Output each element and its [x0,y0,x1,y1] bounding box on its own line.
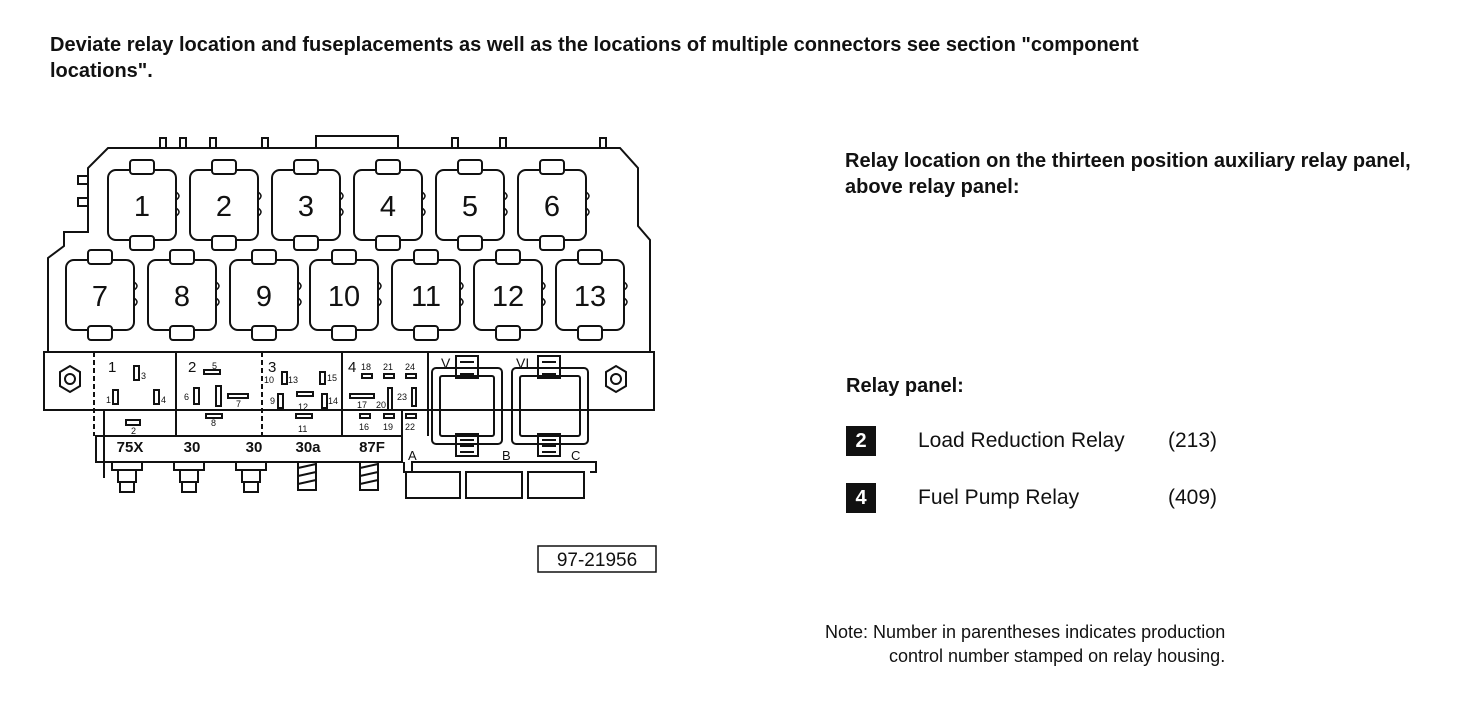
terminal-number: 10 [264,375,274,385]
aux-relay-position-5: 5 [435,159,508,251]
relay-name: Fuel Pump Relay [918,486,1080,509]
aux-relay-number: 5 [462,191,478,223]
aux-relay-position-6: 6 [517,159,590,251]
terminal-number: 5 [212,361,217,371]
plug-label: B [502,448,511,463]
relay-slot-number: 4 [348,359,356,376]
aux-panel-heading: Relay location on the thirteen position … [845,150,1411,198]
aux-relay-number: 4 [380,191,396,223]
aux-relay-position-4: 4 [353,159,426,251]
plug-label: C [571,448,580,463]
note: Note: Number in parentheses indicates pr… [825,620,1225,668]
relay-slot-number: 3 [268,359,276,376]
fuse-label: 30a [295,439,321,456]
terminal-number: 23 [397,392,407,402]
terminal-number: 16 [359,422,369,432]
aux-relay-position-11: 11 [391,249,464,341]
aux-relay-position-8: 8 [147,249,220,341]
terminal-number: 17 [357,400,367,410]
terminal-number: 14 [328,396,338,406]
fuse-label: 75X [117,439,144,456]
terminal-number: 22 [405,422,415,432]
aux-relay-number: 9 [256,281,272,313]
aux-relay-number: 12 [492,281,524,313]
plug-b [465,471,523,499]
aux-relay-number: 10 [328,281,360,313]
terminal-number: 8 [211,418,216,428]
aux-relay-number: 7 [92,281,108,313]
relay-position-badge: 4 [846,483,876,513]
fuse-label: 30 [184,439,201,456]
relay-panel-base [43,351,655,411]
note-line-1: Note: Number in parentheses indicates pr… [825,622,1226,642]
plug-housing [403,461,597,473]
terminal-number: 3 [141,371,146,381]
aux-relay-number: 2 [216,191,232,223]
aux-relay-position-13: 13 [555,249,628,341]
aux-relay-number: 6 [544,191,560,223]
plug-a [405,471,461,499]
aux-relay-position-9: 9 [229,249,302,341]
connector-v [431,355,503,457]
aux-relay-number: 8 [174,281,190,313]
terminal-number: 12 [298,402,308,412]
right-mount-nut [605,364,627,394]
aux-relay-number: 11 [411,281,441,313]
fuse-studs [111,462,379,493]
relay-position-badge: 2 [846,426,876,456]
terminal-number: 1 [106,395,111,405]
terminal-number: 9 [270,396,275,406]
terminal-number: 11 [298,424,307,434]
left-mount-nut [59,364,81,394]
fuse-label: 87F [359,439,385,456]
figure-id: 97-21956 [557,550,637,571]
aux-relay-position-10: 10 [309,249,382,341]
terminal-number: 7 [236,399,241,409]
aux-relay-number: 13 [574,281,606,313]
aux-relay-position-12: 12 [473,249,546,341]
figure-id-box [537,545,657,573]
terminal-number: 2 [131,426,136,436]
terminal-number: 13 [288,375,298,385]
fuse-label: 30 [246,439,263,456]
relay-code: (409) [1168,486,1218,509]
connector-label: V [441,355,451,371]
relay-panel-heading: Relay panel: [846,375,964,397]
connector-vi [511,355,589,457]
aux-relay-position-2: 2 [189,159,262,251]
note-line-2: control number stamped on relay housing. [889,646,1226,666]
connector-label: VI [516,355,529,371]
plug-c [527,471,585,499]
terminal-number: 4 [161,395,166,405]
intro-text: Deviate relay location and fuseplacement… [50,34,1139,82]
terminal-number: 18 [361,362,371,372]
aux-relay-position-3: 3 [271,159,344,251]
terminal-number: 15 [327,373,337,383]
relay-item: 2 Load Reduction Relay (213) [846,426,1217,456]
relay-slot-number: 2 [188,359,196,376]
aux-relay-number: 3 [298,191,314,223]
plug-label: A [408,448,417,463]
aux-relay-position-7: 7 [65,249,138,341]
terminal-number: 21 [383,362,393,372]
terminal-number: 6 [184,392,189,402]
terminal-number: 19 [383,422,393,432]
aux-panel-housing [47,147,651,352]
relay-slot-number: 1 [108,359,116,376]
terminal-number: 20 [376,400,386,410]
aux-relay-position-1: 1 [107,159,180,251]
relay-code: (213) [1168,429,1218,452]
terminal-number: 24 [405,362,415,372]
relay-name: Load Reduction Relay [918,429,1125,452]
aux-relay-number: 1 [134,191,150,223]
relay-item: 4 Fuel Pump Relay (409) [846,483,1217,513]
